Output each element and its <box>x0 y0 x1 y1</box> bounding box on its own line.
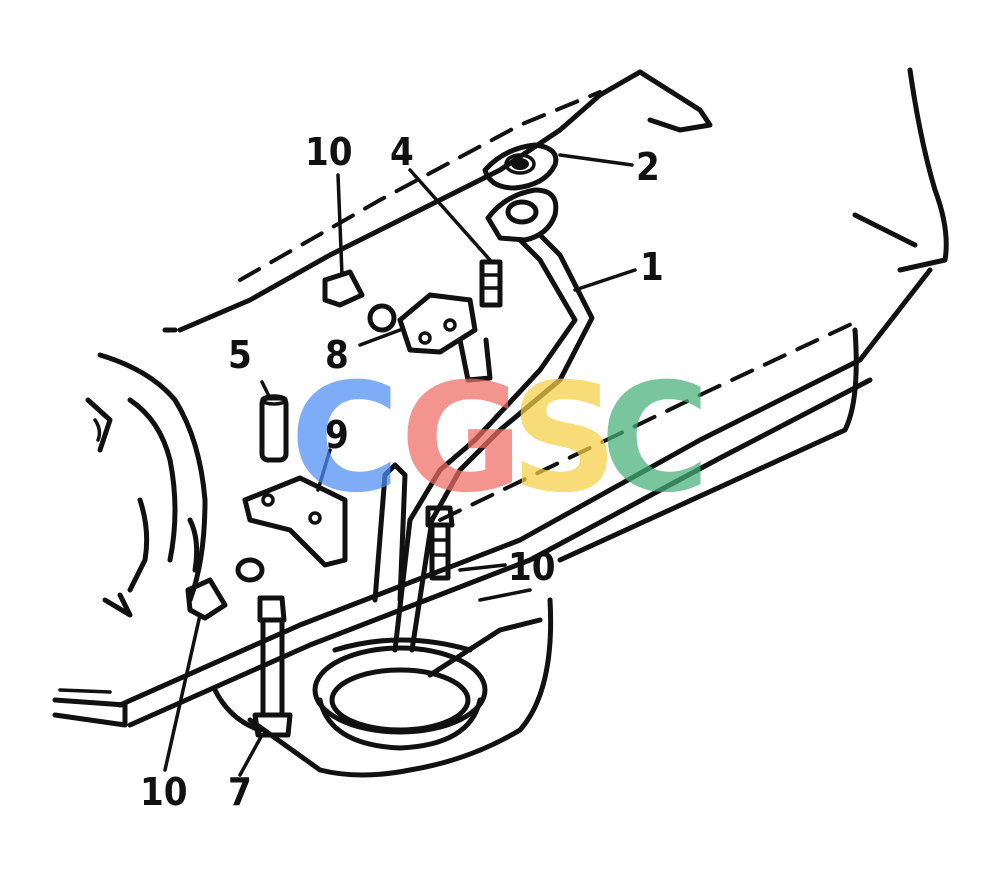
callout-10-right: 10 <box>508 545 556 589</box>
callout-8: 8 <box>325 333 349 377</box>
bolt-top-left <box>322 269 397 333</box>
callout-10-top: 10 <box>305 130 353 174</box>
oil-pickup-tube <box>372 187 595 653</box>
callout-9: 9 <box>325 413 349 457</box>
callout-10-bottom: 10 <box>140 770 188 814</box>
long-bolt <box>252 595 293 738</box>
watermark-letter-2: G <box>400 352 523 526</box>
callout-2: 2 <box>636 145 660 189</box>
callout-4: 4 <box>390 130 414 174</box>
watermark-logo: C G S C <box>290 352 710 526</box>
callout-7: 7 <box>228 770 252 814</box>
oil-strainer <box>312 617 543 751</box>
callout-5: 5 <box>228 333 252 377</box>
callout-1: 1 <box>640 245 664 289</box>
watermark-letter-4: C <box>600 352 710 526</box>
lower-bracket <box>242 475 348 568</box>
upper-bracket <box>397 292 493 383</box>
bell-housing <box>85 352 208 618</box>
stud <box>479 259 503 308</box>
bolt-bottom-left <box>185 557 265 621</box>
flange-gasket <box>482 142 559 191</box>
leader-lines <box>163 153 637 777</box>
spacer-sleeve <box>259 394 289 463</box>
watermark-letter-3: S <box>510 352 618 526</box>
watermark-letter-1: C <box>290 352 400 526</box>
bolt-right <box>425 505 455 581</box>
engine-block-outline <box>162 67 949 333</box>
